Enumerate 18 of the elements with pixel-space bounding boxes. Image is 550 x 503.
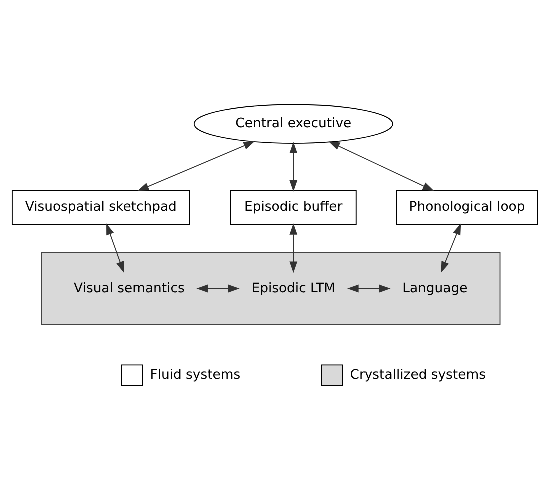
arrow xyxy=(290,142,298,192)
arrow xyxy=(347,284,391,293)
arrow xyxy=(290,224,298,274)
node-ellipse: Central executive xyxy=(194,104,394,144)
legend-label: Fluid systems xyxy=(150,368,241,384)
legend-label: Crystallized systems xyxy=(350,368,486,384)
node-box: Phonological loop xyxy=(396,190,538,226)
node-text: Language xyxy=(402,281,468,296)
arrow xyxy=(196,284,240,293)
arrow xyxy=(441,224,462,274)
node-box: Episodic buffer xyxy=(230,190,357,226)
arrow xyxy=(138,141,256,192)
cluster xyxy=(41,252,501,326)
arrow xyxy=(328,142,434,192)
node-text: Episodic LTM xyxy=(252,281,336,296)
arrow xyxy=(106,224,124,274)
node-box: Visuospatial sketchpad xyxy=(12,190,190,226)
node-text: Visual semantics xyxy=(74,281,185,296)
